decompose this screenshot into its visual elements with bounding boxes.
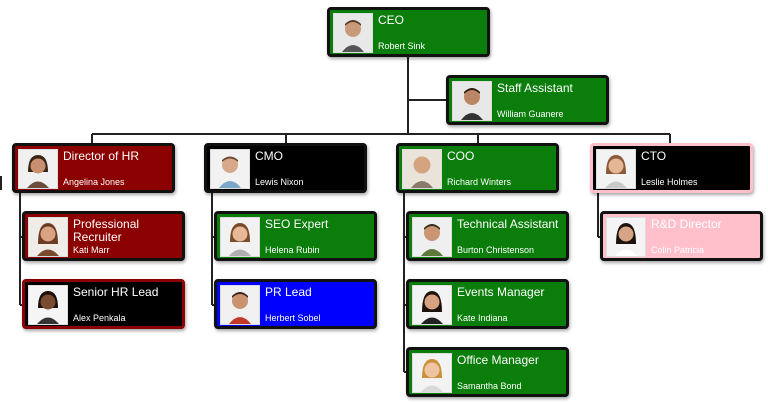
node-title: PR Lead — [265, 285, 312, 299]
node-name: Kati Marr — [73, 245, 110, 255]
node-name: Robert Sink — [378, 41, 426, 51]
node-name: Richard Winters — [447, 177, 512, 187]
node-title: Events Manager — [457, 285, 545, 299]
woman-avatar-icon — [606, 217, 646, 257]
woman-avatar-icon — [28, 217, 68, 257]
node-name: Herbert Sobel — [265, 313, 321, 323]
node-title: Senior HR Lead — [73, 285, 159, 299]
man-avatar-icon — [220, 285, 260, 325]
node-ceo[interactable]: CEO Robert Sink — [327, 7, 490, 57]
node-professional-recruiter[interactable]: Professional Recruiter Kati Marr — [22, 211, 185, 261]
node-name: Helena Rubin — [265, 245, 320, 255]
node-name: Kate Indiana — [457, 313, 508, 323]
node-name: Colin Patricia — [651, 245, 705, 255]
node-name: Leslie Holmes — [641, 177, 698, 187]
node-name: William Guanere — [497, 109, 564, 119]
node-name: Angelina Jones — [63, 177, 125, 187]
woman-avatar-icon — [596, 149, 636, 189]
node-name: Alex Penkala — [73, 313, 126, 323]
node-title: SEO Expert — [265, 217, 329, 231]
node-pr-lead[interactable]: PR Lead Herbert Sobel — [214, 279, 377, 329]
node-cto[interactable]: CTO Leslie Holmes — [590, 143, 753, 193]
node-title: R&D Director — [651, 217, 722, 231]
node-technical-assistant[interactable]: Technical Assistant Burton Christenson — [406, 211, 569, 261]
node-title: Director of HR — [63, 149, 140, 163]
node-seo-expert[interactable]: SEO Expert Helena Rubin — [214, 211, 377, 261]
man-avatar-icon — [210, 149, 250, 189]
node-title: CEO — [378, 13, 405, 27]
node-title: CMO — [255, 149, 283, 163]
node-coo[interactable]: COO Richard Winters — [396, 143, 559, 193]
woman-avatar-icon — [28, 285, 68, 325]
woman-avatar-icon — [412, 353, 452, 393]
woman-avatar-icon — [220, 217, 260, 257]
woman-avatar-icon — [18, 149, 58, 189]
node-name: Samantha Bond — [457, 381, 522, 391]
man-avatar-icon — [412, 217, 452, 257]
man-avatar-icon — [402, 149, 442, 189]
man-avatar-icon — [452, 81, 492, 121]
node-title: Technical Assistant — [457, 217, 559, 231]
node-events-manager[interactable]: Events Manager Kate Indiana — [406, 279, 569, 329]
node-senior-hr-lead[interactable]: Senior HR Lead Alex Penkala — [22, 279, 185, 329]
node-title: Office Manager — [457, 353, 539, 367]
node-title: Professional Recruiter — [73, 217, 140, 244]
node-cmo[interactable]: CMO Lewis Nixon — [204, 143, 367, 193]
left-edge-marker — [0, 176, 2, 190]
node-name: Lewis Nixon — [255, 177, 304, 187]
node-name: Burton Christenson — [457, 245, 535, 255]
man-avatar-icon — [333, 13, 373, 53]
node-office-manager[interactable]: Office Manager Samantha Bond — [406, 347, 569, 397]
node-title: CTO — [641, 149, 667, 163]
node-title: Staff Assistant — [497, 81, 573, 95]
woman-avatar-icon — [412, 285, 452, 325]
node-title: COO — [447, 149, 475, 163]
node-rd-director[interactable]: R&D Director Colin Patricia — [600, 211, 763, 261]
node-staff-assistant[interactable]: Staff Assistant William Guanere — [446, 75, 609, 125]
node-director-hr[interactable]: Director of HR Angelina Jones — [12, 143, 175, 193]
